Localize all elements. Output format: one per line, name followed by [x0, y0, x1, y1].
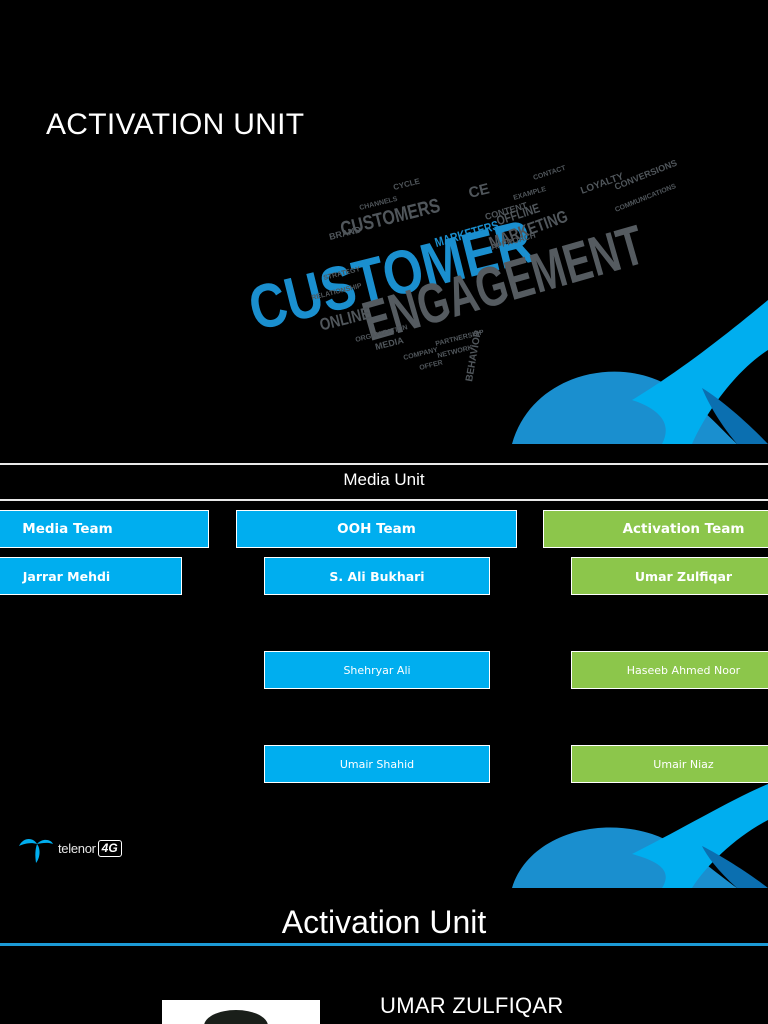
team-header-activation: Activation Team [543, 510, 768, 548]
member-umair-niaz: Umair Niaz [571, 745, 768, 783]
cloud-word-contact: CONTACT [532, 165, 567, 182]
telenor-propeller-icon [19, 839, 53, 863]
telenor-4g-logo: telenor 4G [18, 832, 122, 864]
divider-bottom [0, 499, 768, 501]
profile-photo [162, 1000, 320, 1024]
slide-title: ACTIVATION UNIT [46, 108, 305, 141]
telenor-swoosh-graphic-2 [512, 784, 768, 888]
unit-title: Media Unit [343, 470, 425, 489]
cloud-word-company: COMPANY [403, 347, 439, 362]
slide-title: Activation Unit [281, 904, 487, 940]
4g-badge: 4G [97, 839, 122, 857]
slide-activation-unit-intro: ACTIVATION UNIT CUSTOMER ENGAGEMENT CUST… [0, 0, 768, 444]
cloud-word-cycle: CYCLE [392, 176, 421, 191]
member-umar-zulfiqar: Umar Zulfiqar [571, 557, 768, 595]
divider-top [0, 463, 768, 465]
cloud-word-ce: CE [467, 180, 491, 202]
member-shehryar-ali: Shehryar Ali [264, 651, 490, 689]
cloud-word-offer: OFFER [419, 359, 444, 372]
title-underline [0, 943, 768, 946]
telenor-swoosh-graphic [512, 300, 768, 444]
team-header-ooh: OOH Team [236, 510, 517, 548]
person-silhouette-icon [204, 1010, 268, 1024]
slide-activation-unit-profile: Activation Unit UMAR ZULFIQAR [0, 888, 768, 1024]
telenor-wordmark: telenor [58, 840, 96, 856]
person-name: UMAR ZULFIQAR [380, 993, 564, 1018]
team-header-media: Media Team [0, 510, 209, 548]
member-haseeb-ahmed-noor: Haseeb Ahmed Noor [571, 651, 768, 689]
customer-engagement-word-cloud: CUSTOMER ENGAGEMENT CUSTOMERS MARKETING … [244, 158, 678, 383]
member-s-ali-bukhari: S. Ali Bukhari [264, 557, 490, 595]
member-jarrar-mehdi: Jarrar Mehdi [0, 557, 182, 595]
slide-media-unit-org-chart: Media Unit Media Team Jarrar Mehdi OOH T… [0, 444, 768, 888]
cloud-word-example: EXAMPLE [513, 186, 548, 202]
member-umair-shahid: Umair Shahid [264, 745, 490, 783]
